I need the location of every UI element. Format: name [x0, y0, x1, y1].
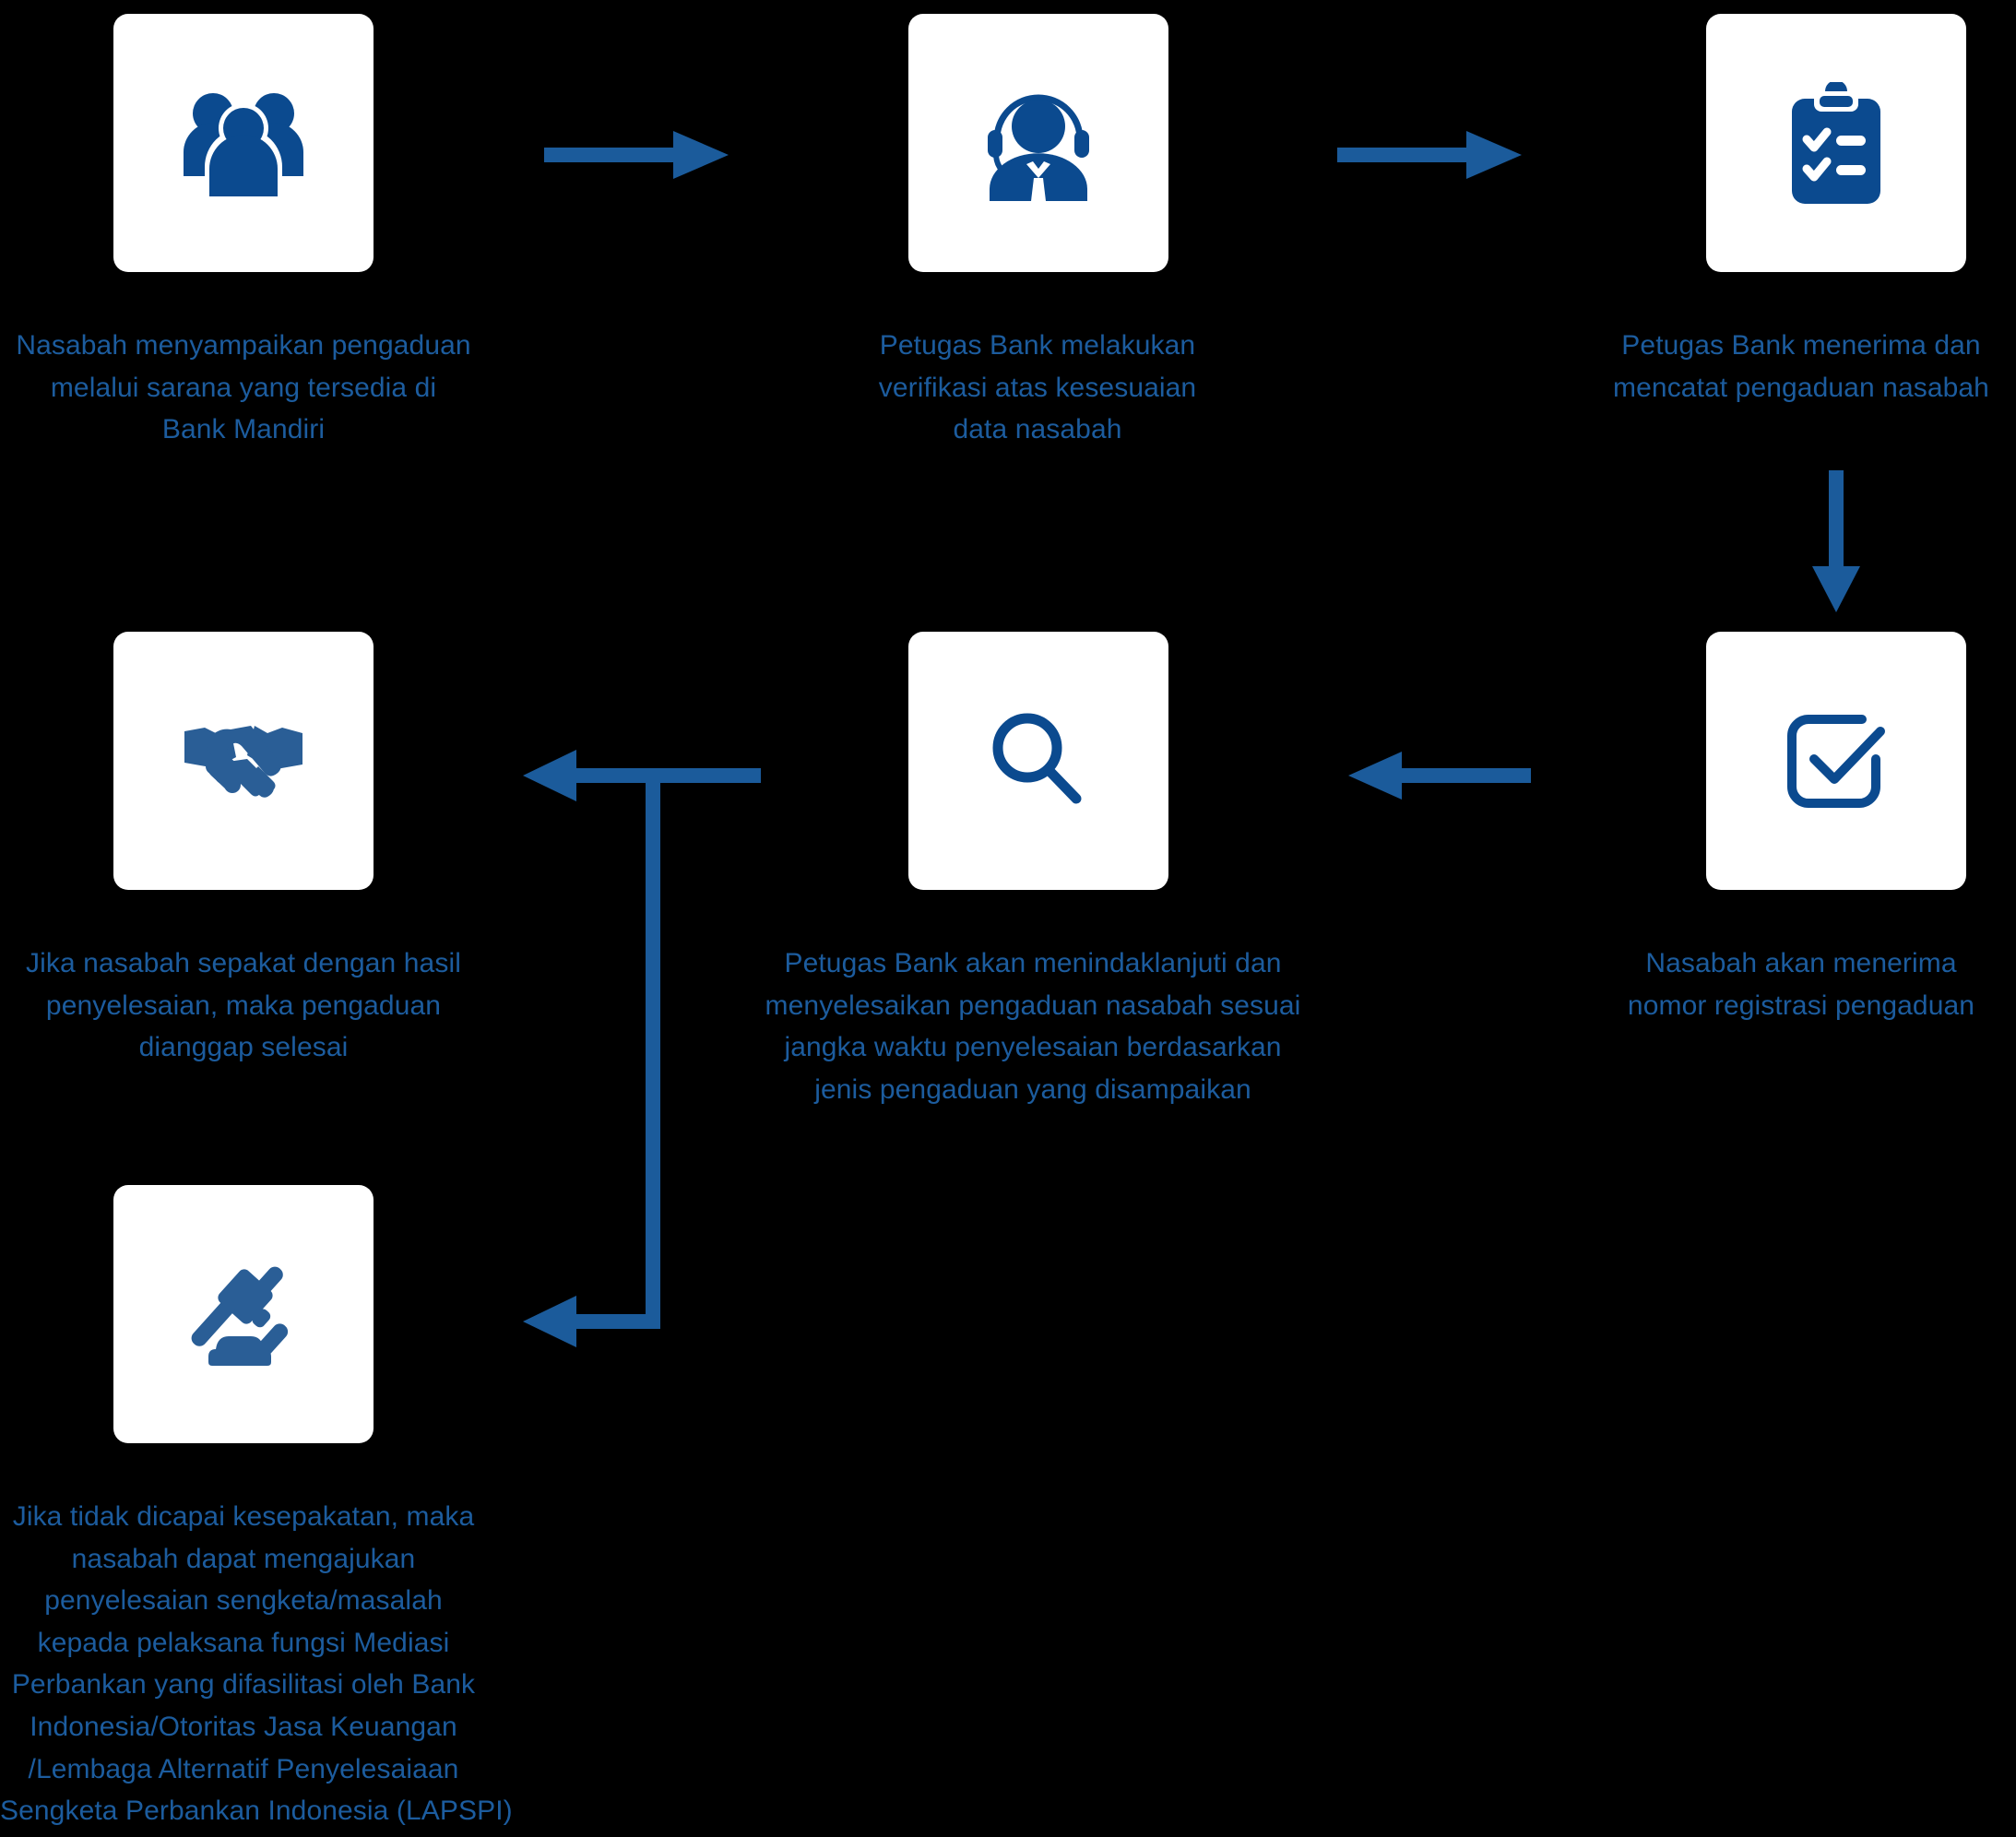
headset-agent-icon: [978, 86, 1098, 201]
step-3-caption: Petugas Bank menerima dan mencatat penga…: [1613, 330, 1989, 403]
step-7-card[interactable]: [113, 1185, 374, 1443]
step-5-caption: Petugas Bank akan menindaklanjuti dan me…: [765, 948, 1301, 1105]
step-1-card[interactable]: [113, 14, 374, 272]
arrow-step2-step3: [1337, 131, 1522, 179]
step-6-card[interactable]: [113, 632, 374, 890]
step-4-card[interactable]: [1706, 632, 1966, 890]
step-2-caption: Petugas Bank melakukan verifikasi atas k…: [878, 330, 1197, 445]
step-6-caption: Jika nasabah sepakat dengan hasil penyel…: [26, 948, 461, 1063]
arrow-step4-step5: [1348, 752, 1531, 800]
arrow-step3-step4: [1812, 470, 1860, 612]
magnifier-icon: [983, 705, 1094, 816]
step-3-card[interactable]: [1706, 14, 1966, 272]
arrow-branch-step6: [523, 750, 659, 801]
step-1-caption: Nasabah menyampaikan pengaduan melalui s…: [16, 330, 471, 445]
people-group-icon: [174, 88, 313, 198]
arrow-branch-step7: [523, 1296, 659, 1347]
gavel-icon: [184, 1255, 302, 1373]
clipboard-checklist-icon: [1790, 82, 1882, 204]
step-2-card[interactable]: [908, 14, 1168, 272]
step-7-caption: Jika tidak dicapai kesepakatan, maka nas…: [0, 1501, 513, 1827]
checkbox-check-icon: [1781, 705, 1891, 816]
step-4-caption: Nasabah akan menerima nomor registrasi p…: [1627, 948, 1975, 1021]
step-5-card[interactable]: [908, 632, 1168, 890]
arrow-step5-branch: [646, 768, 761, 1329]
handshake-icon: [183, 715, 304, 807]
arrow-step1-step2: [544, 131, 729, 179]
